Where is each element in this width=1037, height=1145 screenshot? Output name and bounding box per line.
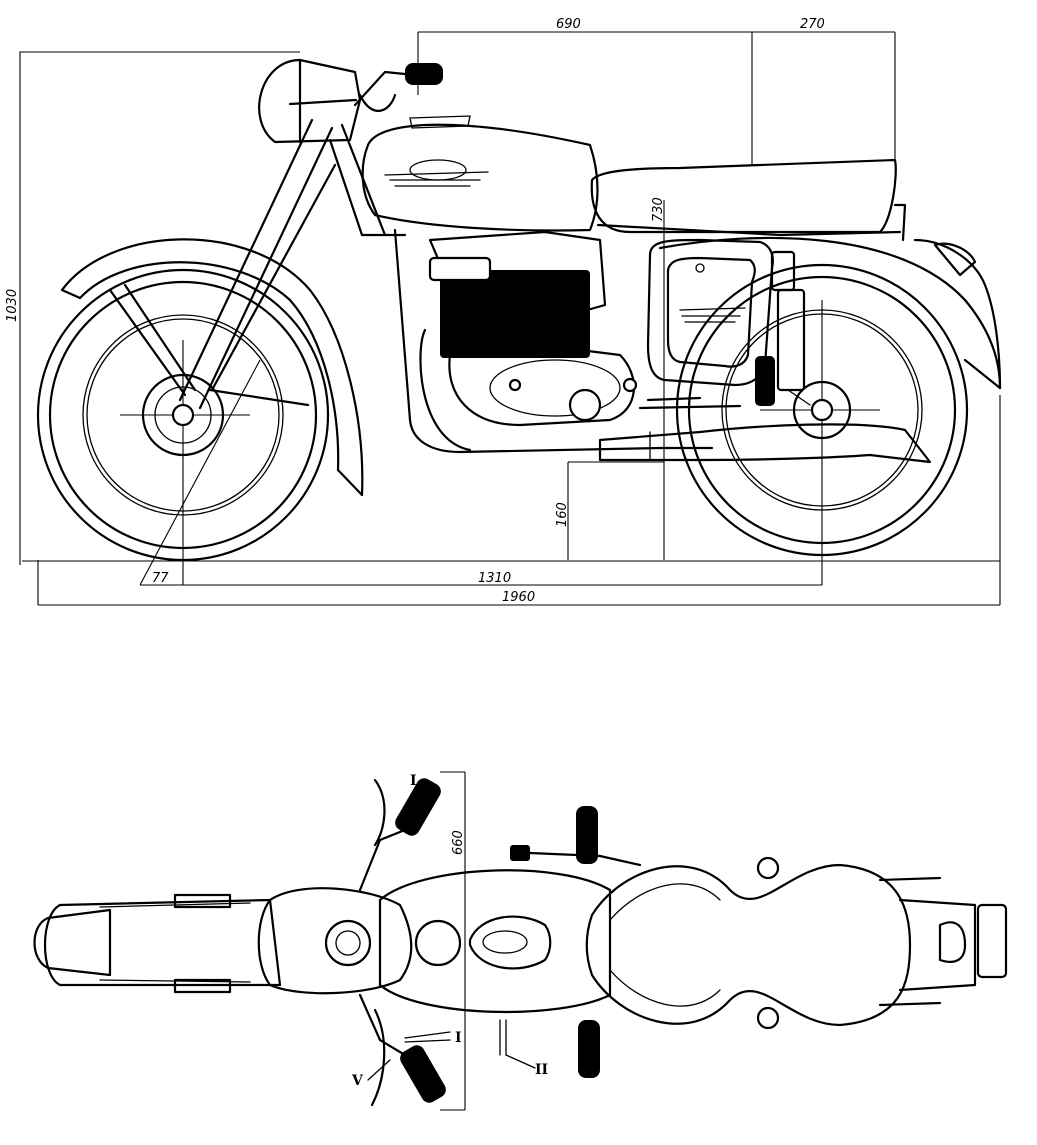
dim-660: 660 [451,830,466,855]
footrest [638,356,775,410]
dim-1030: 1030 [5,289,20,322]
callout-I-upper: I [410,773,417,789]
top-view: 660 [33,771,1008,1111]
handlebar [353,63,443,112]
front-fender [60,238,364,497]
fuel-tank-top [378,869,612,1014]
footrests-top [499,806,642,1078]
front-fender-top [33,893,282,994]
callout-V: V [351,1073,364,1089]
handlebar-upper [358,778,441,892]
top-dimension-lines [440,771,466,1111]
side-view: 690 270 730 1030 160 77 1310 1960 [5,17,1002,606]
dim-730: 730 [651,197,666,222]
dim-1960: 1960 [502,590,535,605]
rear-shock [770,250,811,406]
engine [428,230,638,427]
front-wheel [36,268,330,562]
fuel-tank [361,115,599,232]
shocks-top [756,856,780,1030]
side-cover [646,238,774,387]
handlebar-lower [358,993,446,1107]
dim-160: 160 [555,502,570,527]
seat [590,158,907,242]
callout-I-right: I [455,1030,462,1046]
dim-270: 270 [800,17,825,32]
dim-77: 77 [152,571,169,586]
rear-top [878,876,1008,1007]
headlamp [258,58,362,144]
seat-top [585,863,912,1027]
front-fork [178,118,337,410]
callout-II: II [535,1062,548,1078]
rear-wheel [675,263,969,557]
headlamp-top [257,887,413,995]
dim-1310: 1310 [478,571,511,586]
rear-fender [658,236,1002,390]
dim-690: 690 [556,17,581,32]
callouts [367,1031,536,1081]
exhaust [598,423,932,464]
